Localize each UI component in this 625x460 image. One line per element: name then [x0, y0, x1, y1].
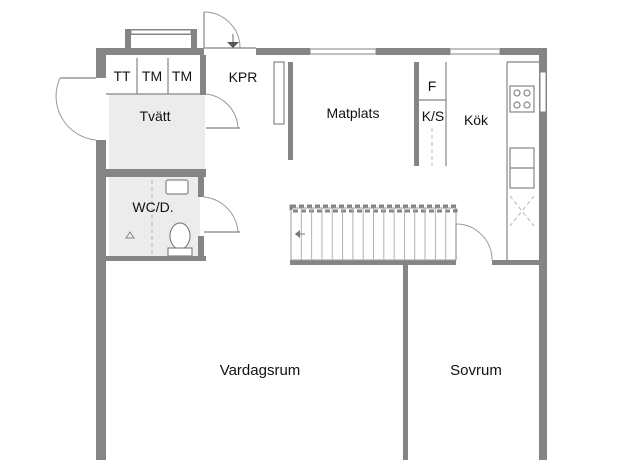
wc-fixtures [125, 179, 193, 257]
wall-stair-bottom [290, 260, 456, 265]
wall-wc-right [198, 177, 204, 197]
label-f: F [428, 78, 437, 94]
wall-tvatt-wc [106, 169, 206, 177]
wall-wc-right2 [198, 236, 204, 260]
stove-icon [509, 85, 535, 113]
wall-pantry [414, 62, 419, 166]
label-kpr: KPR [229, 69, 258, 85]
stove-burner-3 [513, 101, 521, 109]
wall-bump-right [191, 29, 197, 51]
door-swing-icon [455, 223, 493, 261]
wall-left-mid [96, 140, 106, 460]
shower-drain-icon [125, 231, 135, 239]
kpr-wardrobe [273, 61, 285, 125]
wall-kpr-matplats [288, 62, 293, 160]
wall-bump-left [125, 29, 131, 51]
wardrobe-panel [273, 61, 285, 125]
laundry-machines [106, 58, 200, 95]
wall-top-mid [276, 48, 310, 55]
stove-burner-1 [513, 89, 521, 97]
staircase-icon [289, 204, 458, 261]
toilet-tank [167, 247, 193, 257]
wall-top-mid2 [376, 48, 450, 55]
door-swing-icon [55, 77, 97, 141]
label-tvatt: Tvätt [139, 108, 170, 124]
toilet-icon [169, 222, 191, 250]
label-vardagsrum: Vardagsrum [220, 362, 301, 379]
entrance-arrow-icon [227, 42, 239, 48]
sink-icon [165, 179, 189, 195]
doors [55, 11, 493, 261]
wall-top-left [96, 48, 204, 55]
stair-direction-arrowhead [295, 230, 300, 238]
label-ks: K/S [422, 108, 445, 124]
kitchen-counter [419, 61, 539, 260]
label-sovrum: Sovrum [450, 362, 502, 379]
window-bump [130, 29, 192, 35]
door-swing-icon [203, 196, 239, 233]
window-kitchen-right [539, 71, 547, 113]
dishwasher-x1 [509, 195, 535, 227]
label-wc: WC/D. [132, 199, 173, 215]
door-swing-icon [205, 93, 239, 129]
room-labels: TT TM TM KPR Tvätt Matplats F K/S Kök WC… [113, 68, 501, 379]
wall-kitchen-bottom [492, 260, 539, 265]
label-tm-1: TM [142, 68, 162, 84]
stove-burner-2 [523, 89, 531, 97]
label-tt: TT [113, 68, 131, 84]
wall-top-right [500, 48, 547, 55]
wall-wc-bottom [106, 256, 206, 261]
wall-left-top [96, 48, 106, 78]
label-matplats: Matplats [327, 105, 380, 121]
door-swing-icon [203, 11, 241, 49]
wall-tvatt-right-top [200, 55, 206, 95]
window-top-1 [309, 48, 377, 55]
windows [130, 29, 547, 113]
tvatt-floor [109, 94, 205, 169]
window-top-2 [449, 48, 501, 55]
wall-bedroom-divider [403, 265, 408, 460]
wall-top-kpr [256, 48, 276, 55]
stove-burner-4 [523, 101, 531, 109]
label-kok: Kök [464, 112, 489, 128]
wall-right [539, 48, 547, 460]
walls [96, 29, 547, 460]
label-tm-2: TM [172, 68, 192, 84]
dishwasher-x2 [509, 195, 535, 227]
